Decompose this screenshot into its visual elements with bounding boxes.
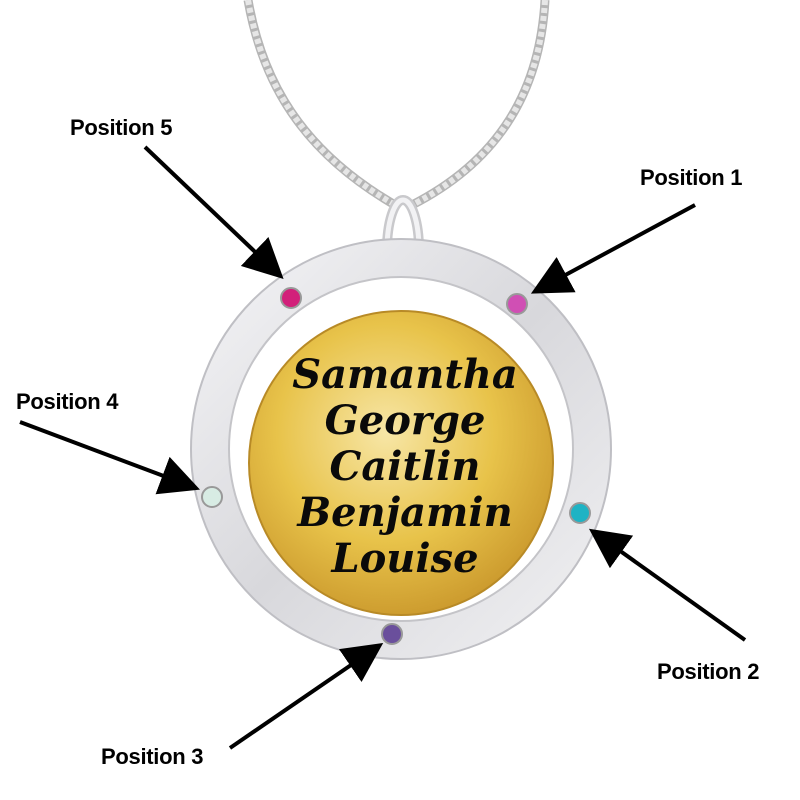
gold-disc	[248, 310, 554, 616]
engraved-name: George	[324, 397, 486, 444]
stone-position-2	[569, 502, 591, 524]
stone-position-3	[381, 623, 403, 645]
engraved-name: Samantha	[292, 351, 518, 398]
birthstones	[201, 287, 591, 645]
engraved-name: Louise	[331, 535, 479, 582]
engraved-name: Caitlin	[329, 443, 481, 490]
callout-arrows	[19, 145, 747, 750]
arrow-position-1	[530, 203, 696, 294]
arrow-position-3	[228, 642, 384, 750]
stone-position-4	[201, 486, 223, 508]
bead-chain	[243, 0, 550, 210]
position-3-label: Position 3	[101, 744, 204, 769]
engraved-names: Samantha George Caitlin Benjamin Louise	[250, 352, 560, 582]
stone-position-1	[506, 293, 528, 315]
arrow-position-2	[588, 528, 747, 642]
engraved-name: Benjamin	[297, 489, 513, 536]
position-4-label: Position 4	[16, 389, 119, 414]
position-2-label: Position 2	[657, 659, 760, 684]
position-5-label: Position 5	[70, 115, 173, 140]
arrow-position-5	[143, 145, 284, 280]
arrow-position-4	[19, 420, 200, 495]
stone-position-5	[280, 287, 302, 309]
position-1-label: Position 1	[640, 165, 743, 190]
